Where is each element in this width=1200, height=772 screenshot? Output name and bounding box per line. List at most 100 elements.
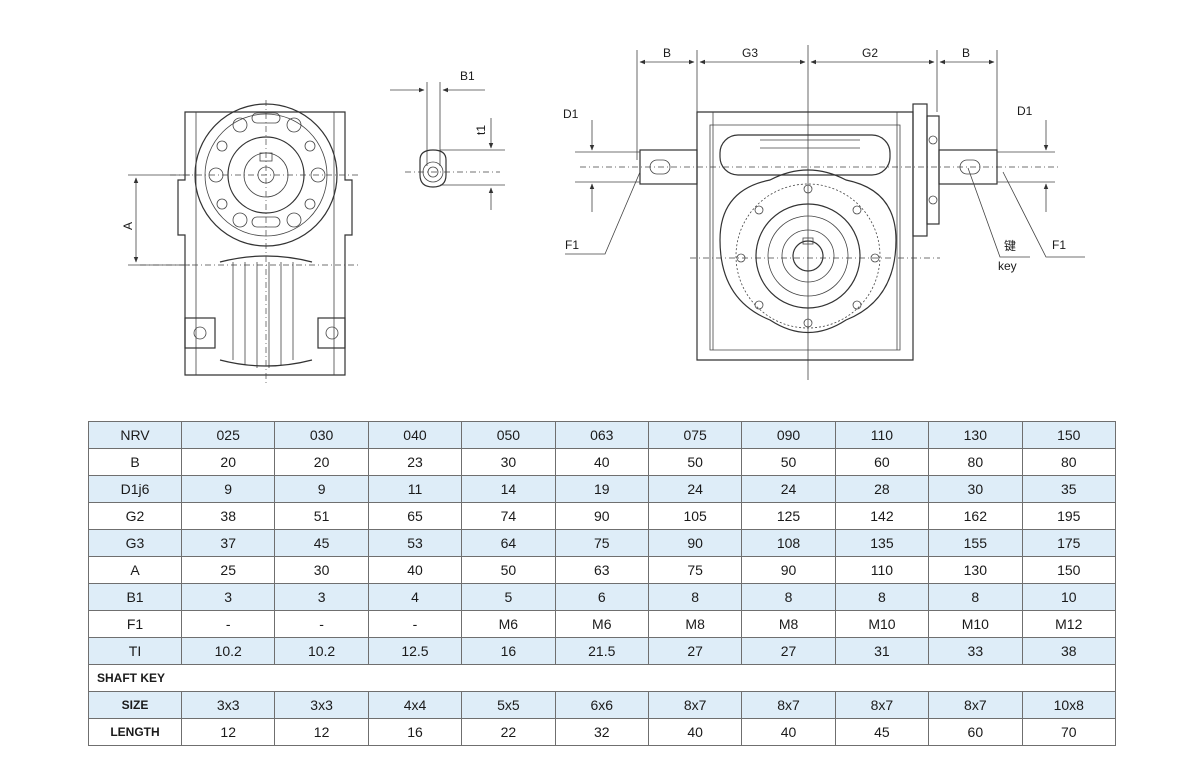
table-cell: 32 bbox=[554, 718, 649, 746]
table-cell: 27 bbox=[647, 637, 743, 665]
row-label: G2 bbox=[88, 502, 182, 530]
table-cell: 74 bbox=[461, 502, 556, 530]
table-cell: 75 bbox=[647, 556, 743, 584]
table-cell: 64 bbox=[461, 529, 556, 557]
table-cell: 75 bbox=[554, 529, 649, 557]
table-cell: 38 bbox=[180, 502, 276, 530]
table-cell: 130 bbox=[928, 421, 1023, 449]
shaft-key-title: SHAFT KEY bbox=[88, 664, 1116, 692]
dim-label-g3: G3 bbox=[742, 46, 758, 60]
table-cell: 125 bbox=[741, 502, 836, 530]
key-label-en: key bbox=[998, 259, 1017, 273]
table-cell: 30 bbox=[274, 556, 369, 584]
table-cell: 130 bbox=[928, 556, 1023, 584]
row-label: A bbox=[88, 556, 182, 584]
table-cell: 45 bbox=[834, 718, 930, 746]
row-label: G3 bbox=[88, 529, 182, 557]
table-cell: 60 bbox=[928, 718, 1023, 746]
table-cell: 030 bbox=[274, 421, 369, 449]
side-view: A bbox=[121, 100, 360, 385]
table-cell: 63 bbox=[554, 556, 649, 584]
table-cell: M10 bbox=[834, 610, 930, 638]
gearbox-technical-drawing: A B1 t1 B G3 G2 B bbox=[121, 45, 1085, 385]
table-cell: 51 bbox=[274, 502, 369, 530]
table-cell: 33 bbox=[928, 637, 1023, 665]
table-cell: 150 bbox=[1021, 421, 1117, 449]
dim-label-b-left: B bbox=[663, 46, 671, 60]
table-cell: 10.2 bbox=[274, 637, 369, 665]
table-cell: 10.2 bbox=[180, 637, 276, 665]
dim-label-b-right: B bbox=[962, 46, 970, 60]
keyway-detail: B1 t1 bbox=[390, 69, 505, 210]
table-cell: 50 bbox=[741, 448, 836, 476]
table-cell: 9 bbox=[180, 475, 276, 503]
dim-label-f1-right: F1 bbox=[1052, 238, 1066, 252]
table-cell: M6 bbox=[461, 610, 556, 638]
table-cell: 175 bbox=[1021, 529, 1117, 557]
table-cell: 16 bbox=[461, 637, 556, 665]
dim-label-d1-right: D1 bbox=[1017, 104, 1033, 118]
table-cell: 3x3 bbox=[180, 691, 276, 719]
table-cell: 12 bbox=[274, 718, 369, 746]
row-label: SIZE bbox=[88, 691, 182, 719]
table-cell: 8 bbox=[928, 583, 1023, 611]
table-cell: 24 bbox=[741, 475, 836, 503]
table-cell: 14 bbox=[461, 475, 556, 503]
table-cell: 110 bbox=[834, 556, 930, 584]
table-cell: 22 bbox=[461, 718, 556, 746]
table-cell: 28 bbox=[834, 475, 930, 503]
row-label: D1j6 bbox=[88, 475, 182, 503]
table-cell: 90 bbox=[647, 529, 743, 557]
table-cell: 025 bbox=[180, 421, 276, 449]
front-view: B G3 G2 B bbox=[563, 45, 1085, 380]
table-cell: 8x7 bbox=[834, 691, 930, 719]
table-cell: 105 bbox=[647, 502, 743, 530]
table-cell: 5 bbox=[461, 583, 556, 611]
table-cell: M6 bbox=[554, 610, 649, 638]
row-label: TI bbox=[88, 637, 182, 665]
table-cell: 11 bbox=[367, 475, 463, 503]
table-cell: 80 bbox=[1021, 448, 1117, 476]
table-cell: 4x4 bbox=[367, 691, 463, 719]
table-cell: 24 bbox=[647, 475, 743, 503]
table-cell: 162 bbox=[928, 502, 1023, 530]
dim-label-d1-left: D1 bbox=[563, 107, 579, 121]
table-cell: 12 bbox=[180, 718, 276, 746]
table-cell: 12.5 bbox=[367, 637, 463, 665]
table-cell: 8 bbox=[834, 583, 930, 611]
table-cell: 30 bbox=[461, 448, 556, 476]
row-label: B1 bbox=[88, 583, 182, 611]
table-cell: 53 bbox=[367, 529, 463, 557]
table-cell: 3 bbox=[274, 583, 369, 611]
table-cell: 050 bbox=[461, 421, 556, 449]
table-cell: 135 bbox=[834, 529, 930, 557]
table-cell: 31 bbox=[834, 637, 930, 665]
table-cell: 8x7 bbox=[647, 691, 743, 719]
row-label: F1 bbox=[88, 610, 182, 638]
table-cell: 195 bbox=[1021, 502, 1117, 530]
dim-label-a: A bbox=[121, 222, 135, 230]
table-cell: 063 bbox=[554, 421, 649, 449]
table-cell: M8 bbox=[647, 610, 743, 638]
table-cell: - bbox=[180, 610, 276, 638]
table-cell: 8x7 bbox=[928, 691, 1023, 719]
table-cell: 10x8 bbox=[1021, 691, 1117, 719]
table-cell: 50 bbox=[461, 556, 556, 584]
table-cell: 040 bbox=[367, 421, 463, 449]
table-cell: 38 bbox=[1021, 637, 1117, 665]
table-cell: 30 bbox=[928, 475, 1023, 503]
row-label: B bbox=[88, 448, 182, 476]
table-cell: M10 bbox=[928, 610, 1023, 638]
table-cell: M8 bbox=[741, 610, 836, 638]
dim-label-b1: B1 bbox=[460, 69, 475, 83]
dim-label-t1: t1 bbox=[474, 125, 488, 135]
